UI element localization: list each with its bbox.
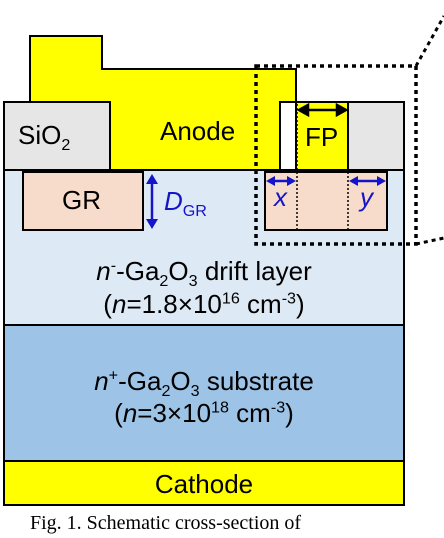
fp-width-arrow: [296, 102, 349, 118]
dgr-arrow: [146, 174, 158, 229]
zoom-box: [254, 64, 418, 246]
cathode-label: Cathode: [154, 469, 254, 499]
guard-ring-left: [22, 171, 144, 231]
substrate-layer: [3, 324, 405, 462]
anode-label: Anode: [160, 116, 236, 146]
cathode-metal: [3, 460, 405, 506]
figure-caption: Fig. 1. Schematic cross-section of: [30, 512, 302, 534]
gr-label: GR: [62, 185, 101, 215]
sio2-label: SiO2: [18, 120, 71, 155]
drift-doping-label: (n=1.8×1016 cm-3): [103, 289, 305, 319]
x-arrow: [266, 176, 296, 186]
sio2-right-region: [347, 101, 405, 171]
y-arrow: [349, 176, 386, 186]
fp-label: FP: [305, 122, 339, 152]
zoom-line-top: [414, 15, 444, 67]
x-label: x: [274, 182, 287, 212]
zoom-line-bottom: [415, 236, 444, 246]
y-label: y: [360, 182, 373, 212]
dgr-label: DGR: [164, 186, 207, 221]
drift-layer-label: n--Ga2O3 drift layer: [96, 256, 312, 291]
substrate-label: n+-Ga2O3 substrate: [94, 366, 314, 401]
substrate-doping-label: (n=3×1018 cm-3): [114, 398, 294, 428]
sio2-left-region: [3, 101, 111, 171]
